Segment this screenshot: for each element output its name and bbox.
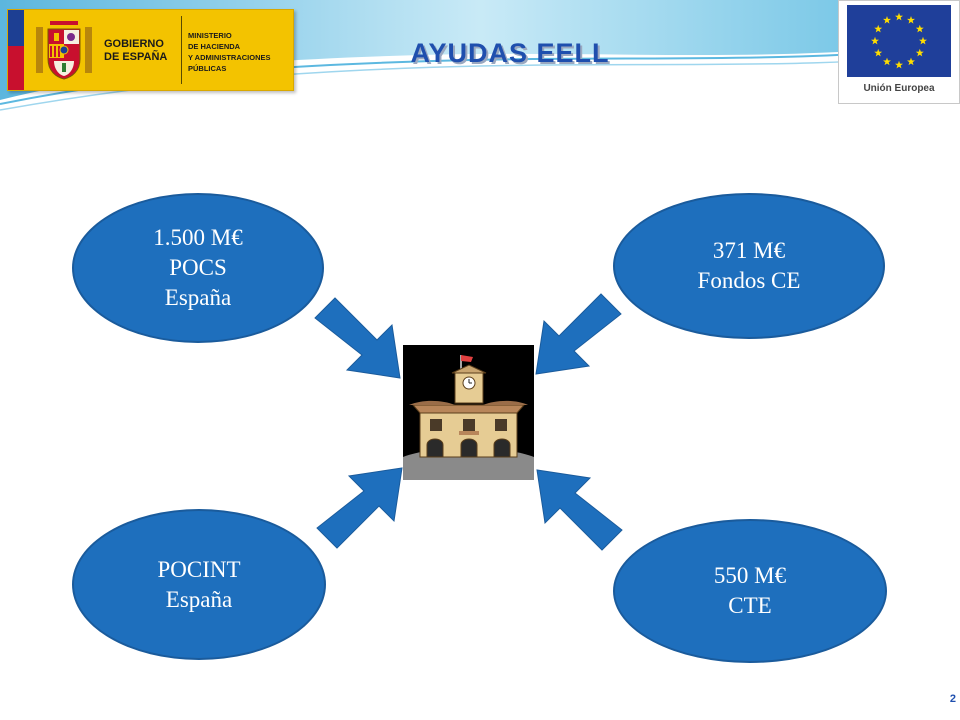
eu-star-icon — [915, 24, 924, 33]
arrow-top-left — [314, 297, 401, 379]
ministry-line-2: DE HACIENDA — [188, 42, 241, 51]
eu-star-icon — [919, 36, 927, 45]
gobierno-de-espana-logo: GOBIERNO DE ESPAÑA MINISTERIO DE HACIEND… — [7, 9, 294, 91]
page-number: 2 — [949, 693, 956, 705]
eu-star-icon — [895, 12, 903, 21]
funding-source-line: 1.500 M€ — [153, 225, 243, 250]
funding-source-fondos-ce: 371 M€ Fondos CE — [613, 193, 885, 339]
arrow-bottom-left — [316, 467, 403, 549]
ministry-line-4: PÚBLICAS — [188, 64, 227, 73]
funding-source-line: Fondos CE — [697, 268, 801, 293]
arrow-top-right — [535, 293, 622, 375]
logo-separator — [181, 16, 182, 84]
funding-source-line: POCS — [169, 255, 227, 280]
funding-source-pocint: POCINT España — [72, 509, 326, 660]
funding-source-cte: 550 M€ CTE — [613, 519, 887, 663]
funding-source-pocs: 1.500 M€ POCS España — [72, 193, 324, 343]
eu-star-icon — [907, 16, 915, 24]
gobierno-text: GOBIERNO DE ESPAÑA — [104, 38, 178, 64]
gobierno-line-1: GOBIERNO — [104, 38, 164, 50]
eu-star-icon — [883, 16, 891, 24]
town-hall-icon — [403, 345, 534, 480]
coat-of-arms-icon — [36, 21, 92, 80]
eu-star-icon — [907, 57, 915, 66]
funding-source-line: 550 M€ — [713, 563, 787, 588]
eu-star-icon — [915, 48, 924, 57]
gobierno-line-2: DE ESPAÑA — [104, 51, 168, 63]
page-title: AYUDAS EELL — [410, 38, 610, 68]
funding-source-line: 371 M€ — [712, 238, 786, 263]
arrow-bottom-right — [536, 469, 623, 551]
eu-star-icon — [874, 48, 883, 57]
eu-star-icon — [895, 60, 903, 69]
ministry-text: MINISTERIO DE HACIENDA Y ADMINISTRACIONE… — [188, 30, 292, 74]
ministry-line-3: Y ADMINISTRACIONES — [188, 53, 271, 62]
ministry-line-1: MINISTERIO — [188, 31, 232, 40]
eu-flag-icon — [847, 5, 951, 77]
european-union-logo: Unión Europea — [838, 0, 960, 104]
funding-source-line: CTE — [728, 593, 772, 618]
funding-source-line: POCINT — [157, 556, 241, 582]
eu-star-icon — [883, 57, 891, 66]
eu-star-icon — [871, 36, 879, 45]
funding-source-line: España — [165, 586, 233, 612]
flag-strip — [8, 10, 24, 90]
funding-source-line: España — [164, 285, 232, 310]
eu-label: Unión Europea — [863, 83, 935, 94]
eu-star-icon — [874, 24, 883, 33]
